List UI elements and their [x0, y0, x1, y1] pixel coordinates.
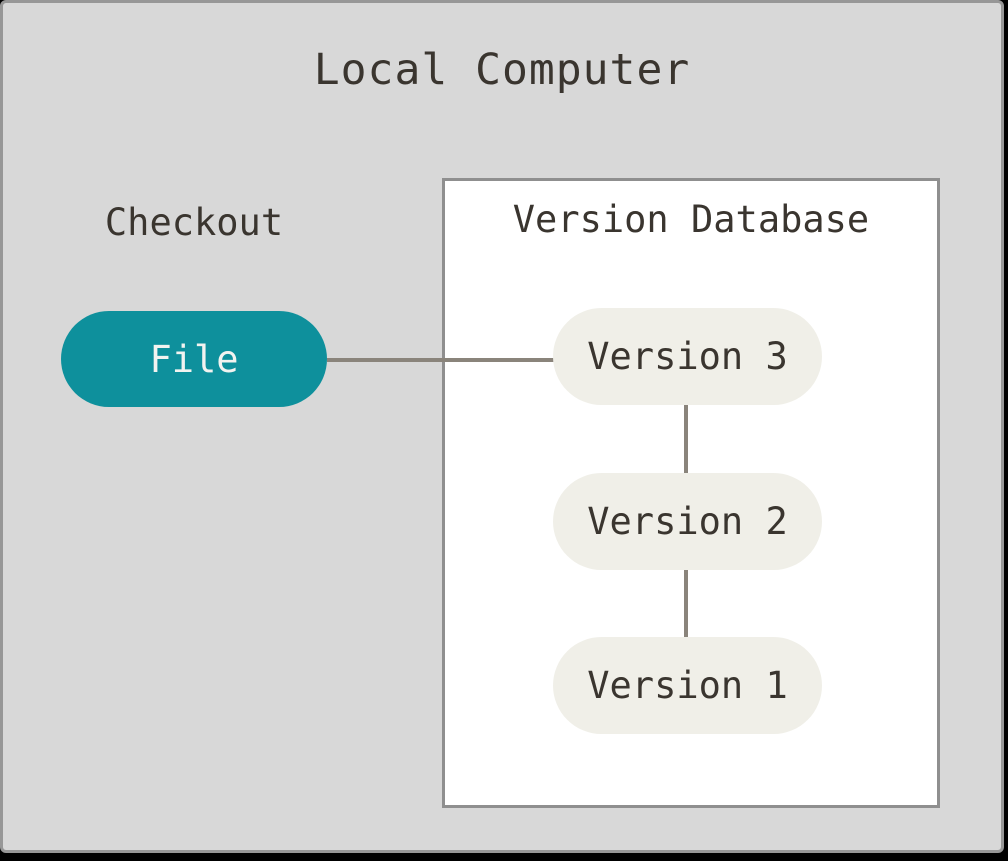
checkout-label: Checkout — [104, 201, 284, 244]
file-node: File — [61, 311, 327, 407]
diagram-title: Local Computer — [313, 45, 691, 95]
version-1-node: Version 1 — [553, 637, 822, 734]
version-database-title: Version Database — [512, 198, 870, 241]
version-3-node: Version 3 — [553, 308, 822, 405]
version-2-node: Version 2 — [553, 473, 822, 570]
connector-version-3-to-version-2 — [684, 405, 688, 473]
connector-file-to-version-3 — [327, 358, 555, 362]
connector-version-2-to-version-1 — [684, 570, 688, 638]
